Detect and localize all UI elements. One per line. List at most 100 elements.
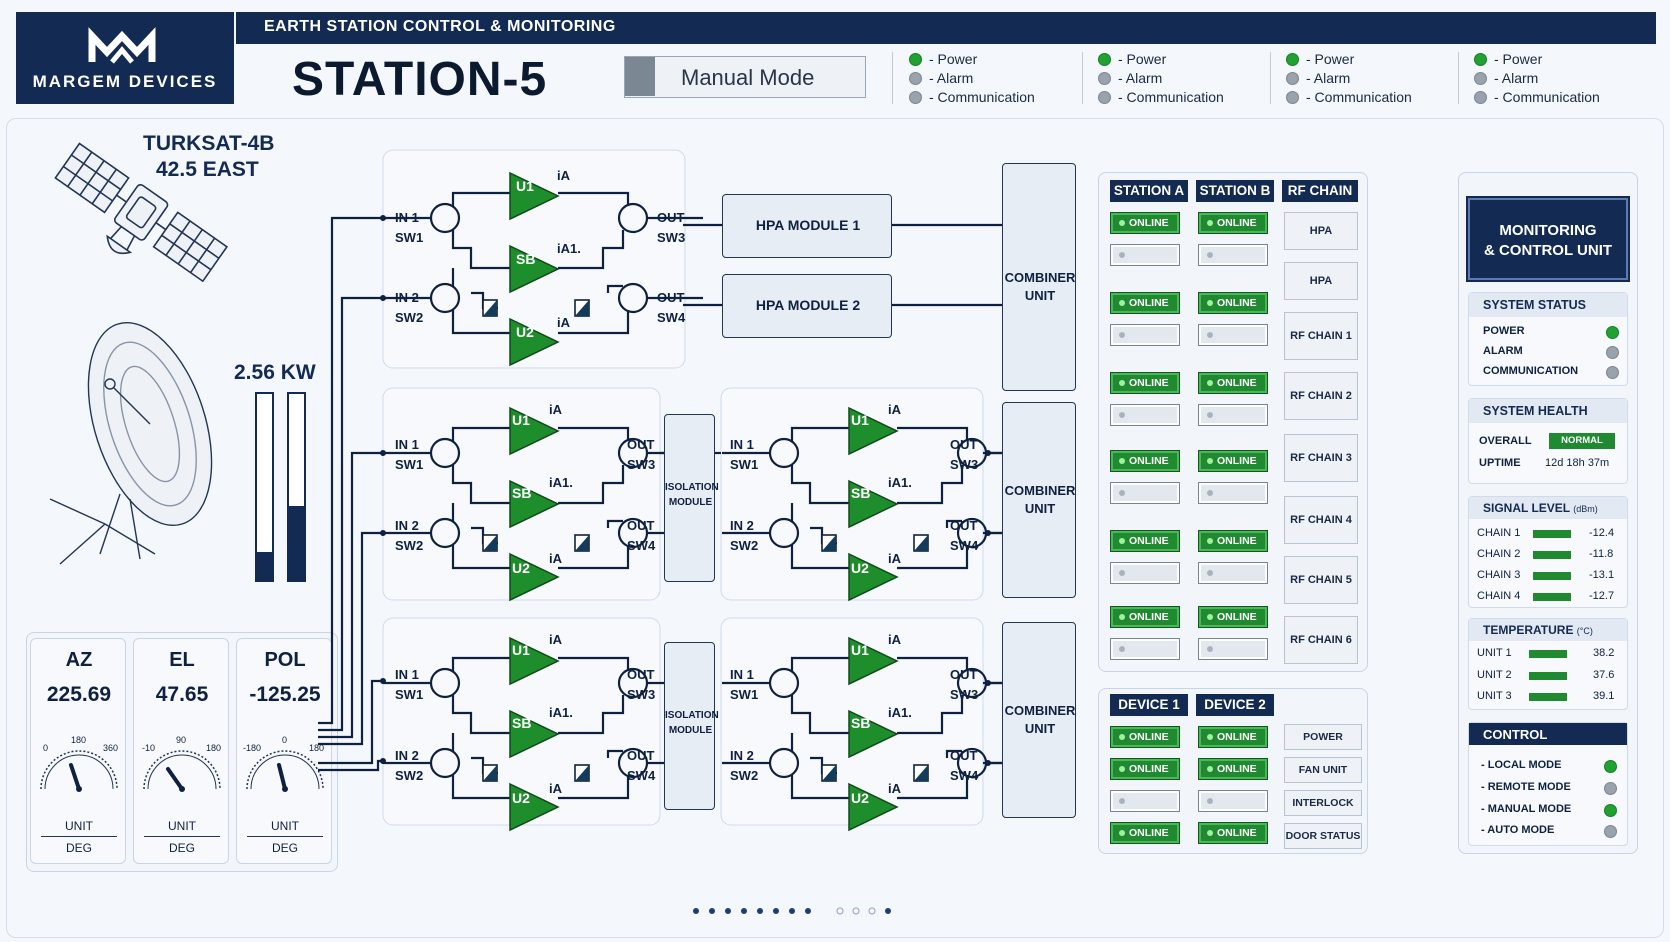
rf-item-rf-chain-5[interactable]: RF CHAIN 5	[1284, 556, 1358, 604]
sw4-label: SW4	[657, 310, 686, 325]
chain-2-label: CHAIN 2	[1477, 548, 1521, 560]
mode-swatch	[625, 57, 655, 96]
device-1-online-4[interactable]: ONLINE	[1110, 822, 1180, 844]
sw1-label: SW1	[730, 687, 759, 702]
station-b-off-1[interactable]	[1198, 244, 1268, 266]
el-gauge-card: EL 47.65 -10 90 180 UNIT DEG	[133, 638, 229, 864]
isolation-module-1[interactable]: ISOLATION MODULE	[664, 414, 719, 582]
station-b-online-5[interactable]: ONLINE	[1198, 530, 1268, 552]
amp-u1-label: U1	[512, 412, 530, 428]
system-power-label: POWER	[1483, 325, 1525, 337]
station-a-online-4[interactable]: ONLINE	[1110, 450, 1180, 472]
device-2-online-2[interactable]: ONLINE	[1198, 758, 1268, 780]
out2-label: OUT	[657, 290, 685, 305]
ia-label: iA	[888, 551, 901, 566]
local-mode-led	[1605, 761, 1616, 772]
auto-mode-option[interactable]: - AUTO MODE	[1481, 824, 1555, 836]
out1-label: OUT	[950, 437, 978, 452]
station-a-online-5[interactable]: ONLINE	[1110, 530, 1180, 552]
in2-label: IN 2	[395, 518, 419, 533]
rf-item-rf-chain-6[interactable]: RF CHAIN 6	[1284, 616, 1358, 664]
alarm-led	[1287, 73, 1298, 84]
status-comm-label: - Communication	[1306, 89, 1412, 105]
combiner-unit-2[interactable]: COMBINER UNIT	[1002, 402, 1076, 598]
station-a-off-4[interactable]	[1110, 482, 1180, 504]
hpa-module-1[interactable]: HPA MODULE 1	[722, 194, 892, 258]
az-scale-right: 360	[103, 743, 119, 753]
status-power-label: - Power	[1118, 51, 1167, 67]
ia-label: iA	[549, 632, 562, 647]
station-b-online-6[interactable]: ONLINE	[1198, 606, 1268, 628]
rf-item-hpa-module-1[interactable]: HPA MODULE 1	[1284, 212, 1358, 273]
power-led	[1099, 54, 1110, 65]
station-b-off-3[interactable]	[1198, 404, 1268, 426]
station-a-off-6[interactable]	[1110, 638, 1180, 660]
overall-status-badge: NORMAL	[1549, 433, 1615, 449]
device-item-door-status[interactable]: DOOR STATUS	[1284, 823, 1362, 849]
combiner-unit-1[interactable]: COMBINER UNIT	[1002, 163, 1076, 391]
station-a-off-5[interactable]	[1110, 562, 1180, 584]
el-scale-left: -10	[142, 743, 156, 753]
device-2-online-4[interactable]: ONLINE	[1198, 822, 1268, 844]
status-comm-label: - Communication	[929, 89, 1035, 105]
device-1-online-1[interactable]: ONLINE	[1110, 726, 1180, 748]
manual-mode-option[interactable]: - MANUAL MODE	[1481, 803, 1572, 815]
az-unit-label: UNIT	[65, 819, 93, 833]
satellite-position: 42.5 EAST	[156, 158, 259, 181]
station-b-off-6[interactable]	[1198, 638, 1268, 660]
overall-label: OVERALL	[1479, 435, 1532, 447]
station-a-off-3[interactable]	[1110, 404, 1180, 426]
pol-scale-right: 180	[309, 743, 325, 753]
pol-scale-mid: 0	[282, 735, 288, 745]
az-dial-icon	[40, 750, 118, 792]
el-label: EL	[169, 649, 195, 671]
station-b-online-1[interactable]: ONLINE	[1198, 212, 1268, 234]
remote-mode-option[interactable]: - REMOTE MODE	[1481, 781, 1571, 793]
device-2-off-3[interactable]	[1198, 790, 1268, 812]
system-health-title: SYSTEM HEALTH	[1483, 404, 1588, 418]
station-b-header: STATION B	[1196, 180, 1274, 202]
station-a-online-2[interactable]: ONLINE	[1110, 292, 1180, 314]
device-1-off-3[interactable]	[1110, 790, 1180, 812]
hpa-module-1-label: HPA MODULE 1	[755, 217, 861, 233]
station-b-online-4[interactable]: ONLINE	[1198, 450, 1268, 472]
device-item-power-supply[interactable]: POWER SUPPLY	[1284, 724, 1362, 767]
rf-item-rf-chain-3[interactable]: RF CHAIN 3	[1284, 434, 1358, 482]
station-a-online-1[interactable]: ONLINE	[1110, 212, 1180, 234]
station-a-header: STATION A	[1110, 180, 1188, 202]
hpa-module-2[interactable]: HPA MODULE 2	[722, 274, 892, 338]
station-b-online-2[interactable]: ONLINE	[1198, 292, 1268, 314]
rf-item-rf-chain-1[interactable]: RF CHAIN 1	[1284, 312, 1358, 360]
combiner-unit-label: UNIT	[1024, 288, 1056, 303]
rf-item-rf-chain-4[interactable]: RF CHAIN 4	[1284, 496, 1358, 544]
mode-indicator[interactable]: Manual Mode	[624, 56, 866, 98]
local-mode-option[interactable]: - LOCAL MODE	[1481, 759, 1562, 771]
rf-item-rf-chain-2[interactable]: RF CHAIN 2	[1284, 372, 1358, 420]
station-b-off-5[interactable]	[1198, 562, 1268, 584]
in2-label: IN 2	[730, 748, 754, 763]
out1-label: OUT	[627, 667, 655, 682]
isolation-label: ISOLATION	[665, 710, 719, 721]
station-b-online-3[interactable]: ONLINE	[1198, 372, 1268, 394]
isolation-module-2[interactable]: ISOLATION MODULE	[664, 642, 719, 810]
device-2-online-1[interactable]: ONLINE	[1198, 726, 1268, 748]
temperature-title-text: TEMPERATURE	[1483, 623, 1574, 637]
station-b-off-2[interactable]	[1198, 324, 1268, 346]
station-title: STATION-5	[292, 53, 548, 106]
power-bar-2-fill	[289, 505, 304, 580]
station-a-off-2[interactable]	[1110, 324, 1180, 346]
station-a-off-1[interactable]	[1110, 244, 1180, 266]
device-item-fan-unit[interactable]: FAN UNIT	[1284, 757, 1362, 783]
temp-unit-2-bar	[1529, 672, 1567, 680]
rf-item-hpa-module-2[interactable]: HPA MODULE 2	[1284, 262, 1358, 323]
pol-label: POL	[264, 649, 306, 671]
station-b-off-4[interactable]	[1198, 482, 1268, 504]
device-item-interlock[interactable]: INTERLOCK	[1284, 790, 1362, 816]
station-a-online-6[interactable]: ONLINE	[1110, 606, 1180, 628]
chain-1-value: -12.4	[1589, 527, 1615, 539]
device-1-online-2[interactable]: ONLINE	[1110, 758, 1180, 780]
combiner-unit-3[interactable]: COMBINER UNIT	[1002, 622, 1076, 818]
combiner-unit-label: UNIT	[1024, 501, 1056, 516]
system-status-section: SYSTEM STATUS POWER ALARM COMMUNICATION	[1468, 292, 1628, 386]
station-a-online-3[interactable]: ONLINE	[1110, 372, 1180, 394]
